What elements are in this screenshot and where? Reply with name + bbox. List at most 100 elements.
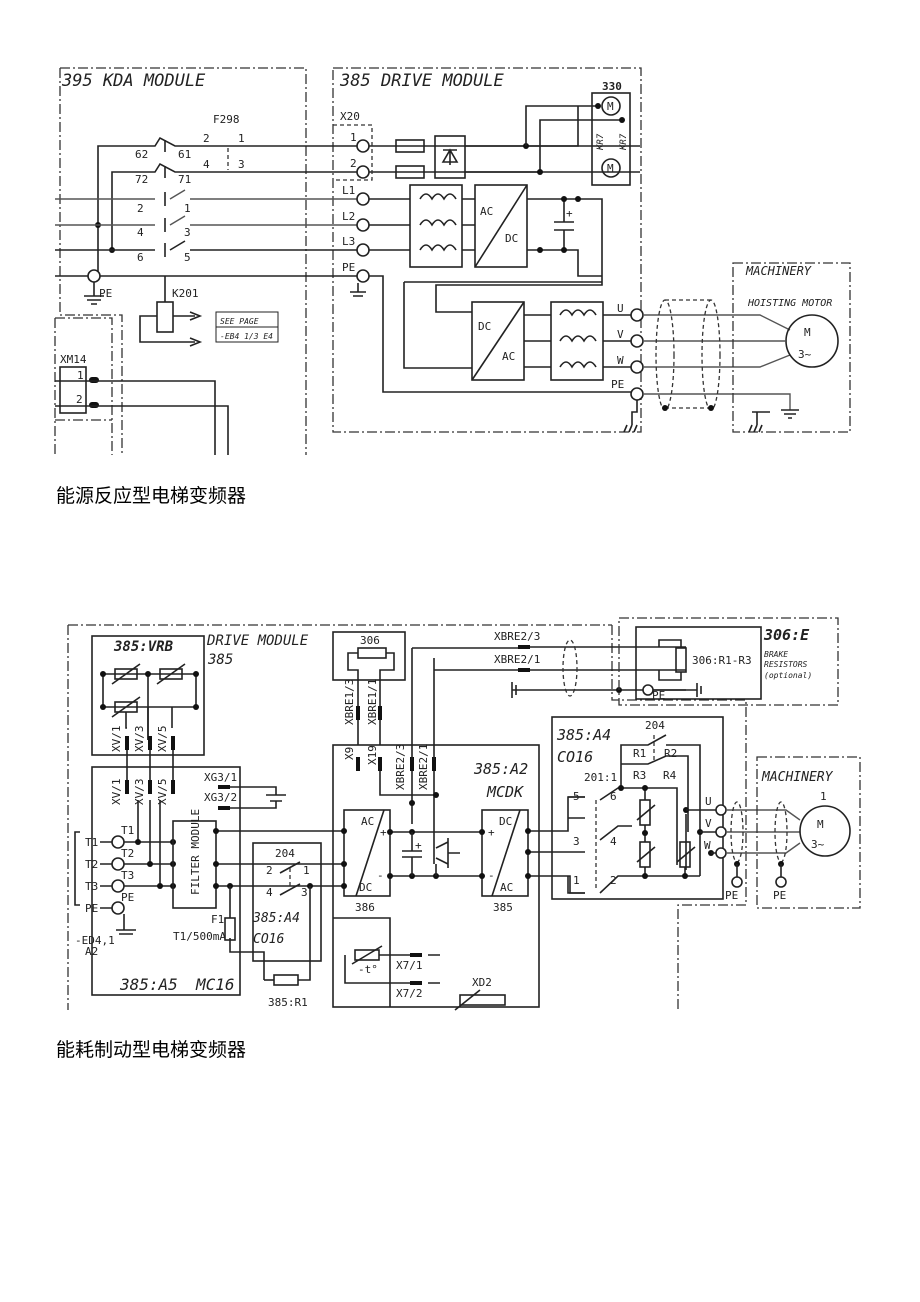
xv-label: XV/1 xyxy=(110,779,123,806)
output-pe-label: PE xyxy=(725,889,738,902)
contact-pin: 3 xyxy=(184,226,191,239)
xg-label: XG3/1 xyxy=(204,771,237,784)
fuse-label: F298 xyxy=(213,113,240,126)
drive-module-title-2: DRIVE MODULE xyxy=(206,633,309,649)
machinery-title: MACHINERY xyxy=(745,264,812,278)
r-name: R4 xyxy=(663,769,677,782)
brake-module-title: 306:E xyxy=(763,626,810,644)
rectifier-ac-label: AC xyxy=(480,205,493,218)
plus-label: + xyxy=(380,826,387,839)
r-name: R2 xyxy=(664,747,677,760)
terminal-label: T1 xyxy=(121,824,134,837)
fan-block-label: 330 xyxy=(602,80,622,93)
xbre2-outer-label: XBRE2/3 xyxy=(494,630,540,643)
contact-pin: 6 xyxy=(137,251,144,264)
see-page-ref: -EB4 1/3 E4 xyxy=(220,332,273,341)
output-terminal-label: W xyxy=(617,354,624,367)
terminal-label: T2 xyxy=(121,847,134,860)
contact-pin: 4 xyxy=(137,226,144,239)
relay-label: K201 xyxy=(172,287,199,300)
a5-box xyxy=(91,766,241,996)
fan-label: KR7 xyxy=(596,133,606,151)
contact-pin: 62 xyxy=(135,148,148,161)
dc-label: DC xyxy=(499,815,512,828)
mcdk-title: MCDK xyxy=(486,783,524,801)
k201-pin: 1 xyxy=(573,874,580,887)
temp-sensor-label: -t° xyxy=(358,963,378,976)
contact-pin: 71 xyxy=(178,173,191,186)
output-terminal-label: U xyxy=(705,795,712,808)
brake-title-1: BRAKE xyxy=(764,650,788,659)
braking-resistor-drive-schematic: DRIVE MODULE 385 385:VRB XV/1 XV/3 XV/5 … xyxy=(67,617,861,1011)
co16-small-title: CO16 xyxy=(253,932,284,947)
mc16-title: MC16 xyxy=(195,975,235,994)
input-terminal-label: T2 xyxy=(85,858,98,871)
motor-m-label: M xyxy=(804,326,811,339)
xv-label: XV/3 xyxy=(133,726,146,753)
fuse-pin: 4 xyxy=(203,158,210,171)
ed4-ref-2: A2 xyxy=(85,945,98,958)
xbre1-label: XBRE1/3 xyxy=(343,679,356,725)
contact-pin: 72 xyxy=(135,173,148,186)
x20-pin: 1 xyxy=(350,131,357,144)
r1-label: 385:R1 xyxy=(268,996,308,1009)
x20-pin: 2 xyxy=(350,157,357,170)
motor-phase-label: 3~ xyxy=(798,348,812,361)
see-page-label: SEE PAGE xyxy=(220,317,259,326)
drive-module-border-2 xyxy=(67,624,747,1010)
contact-pin: 5 xyxy=(184,251,191,264)
dc-label: DC xyxy=(359,881,372,894)
k201-label: 201:1 xyxy=(584,771,617,784)
motor-m-label-2: M xyxy=(817,818,824,831)
k201-pin: 5 xyxy=(573,790,580,803)
inverter-dc-label: DC xyxy=(478,320,491,333)
brake-pe-label: PE xyxy=(652,689,665,702)
motor-phase-label-2: 3~ xyxy=(811,838,825,851)
input-terminal-label: T3 xyxy=(85,880,98,893)
contact-pin: 2 xyxy=(137,202,144,215)
k201-pin: 4 xyxy=(610,835,617,848)
co16-title: CO16 xyxy=(557,748,593,766)
terminal-label: T3 xyxy=(121,869,134,882)
pe-left-label: PE xyxy=(99,287,112,300)
terminal-label: PE xyxy=(121,891,134,904)
xm14-pin: 1 xyxy=(77,369,84,382)
fan-motor-label: M xyxy=(607,162,614,175)
inverter-ac-label: AC xyxy=(502,350,515,363)
output-terminal-label: W xyxy=(704,839,711,852)
fuse-pin: 1 xyxy=(238,132,245,145)
k204-pin: 3 xyxy=(301,886,308,899)
output-terminal-label: PE xyxy=(611,378,624,391)
xv-label: XV/1 xyxy=(110,726,123,753)
contact-pin: 1 xyxy=(184,202,191,215)
caption-regenerative: 能源反应型电梯变频器 xyxy=(56,485,247,507)
k201-pin: 3 xyxy=(573,835,580,848)
a4-small-title: 385:A4 xyxy=(252,911,300,926)
x9-label: X9 xyxy=(343,747,356,760)
motor xyxy=(799,805,851,857)
regenerative-drive-schematic: 395 KDA MODULE 385 DRIVE MODULE F298 2 1… xyxy=(54,67,851,455)
ed4-ref: -ED4,1 xyxy=(75,934,115,947)
output-terminal-label: U xyxy=(617,302,624,315)
output-terminal-label: V xyxy=(617,328,624,341)
k204-pin: 2 xyxy=(266,864,273,877)
drive-module-title: 385 DRIVE MODULE xyxy=(339,71,505,91)
drive-module-border xyxy=(332,67,642,433)
k201-pin: 6 xyxy=(610,790,617,803)
converter-385-label: 385 xyxy=(493,901,513,914)
machinery-border-2 xyxy=(756,756,861,909)
machinery-title-2: MACHINERY xyxy=(761,770,834,785)
k204-pin: 4 xyxy=(266,886,273,899)
x7-label: X7/2 xyxy=(396,987,423,1000)
motor-pe-label: PE xyxy=(773,889,786,902)
ac-label: AC xyxy=(500,881,513,894)
xbre2-label: XBRE2/3 xyxy=(394,744,407,790)
fuse-rating: T1/500mA xyxy=(173,930,226,943)
k204b-label: 204 xyxy=(645,719,665,732)
a2-title: 385:A2 xyxy=(473,760,528,778)
capacitor-plus-label: + xyxy=(415,839,422,852)
hoisting-motor xyxy=(785,314,839,368)
xv-label: XV/5 xyxy=(156,726,169,753)
hoisting-motor-label: HOISTING MOTOR xyxy=(747,298,832,309)
f1-label: F1 xyxy=(211,913,224,926)
